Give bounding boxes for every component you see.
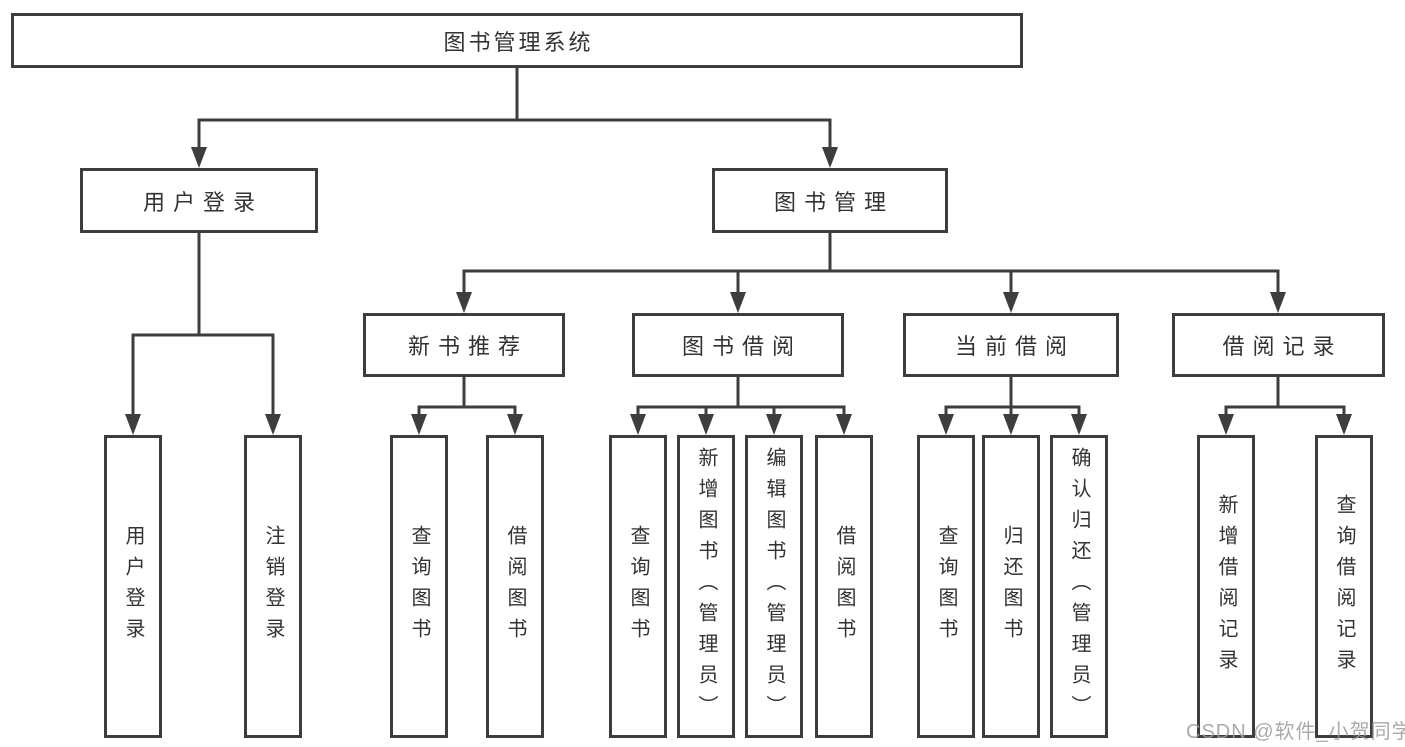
- node-leaf-query-books-2: 查询图书: [609, 435, 667, 738]
- node-leaf-user-login: 用户登录: [104, 435, 162, 738]
- node-leaf-return-books: 归还图书: [982, 435, 1040, 738]
- node-book-management: 图书管理: [712, 168, 948, 233]
- node-borrowing-records: 借阅记录: [1172, 313, 1385, 377]
- node-leaf-edit-book-admin: 编辑图书（管理员）: [745, 435, 803, 738]
- node-user-login: 用户登录: [80, 168, 318, 233]
- csdn-watermark: CSDN @软件_小贺同学: [1186, 721, 1405, 743]
- node-leaf-confirm-return-admin: 确认归还（管理员）: [1050, 435, 1108, 738]
- node-leaf-add-borrow-record: 新增借阅记录: [1197, 435, 1255, 738]
- node-new-book-recommendation: 新书推荐: [363, 313, 565, 377]
- node-leaf-query-books-1: 查询图书: [390, 435, 448, 738]
- node-book-borrowing: 图书借阅: [632, 313, 844, 377]
- node-leaf-query-borrow-record: 查询借阅记录: [1315, 435, 1373, 738]
- node-leaf-borrow-books-2: 借阅图书: [815, 435, 873, 738]
- node-leaf-borrow-books-1: 借阅图书: [486, 435, 544, 738]
- node-leaf-add-book-admin: 新增图书（管理员）: [677, 435, 735, 738]
- node-current-borrowing: 当前借阅: [903, 313, 1119, 377]
- node-book-management-system: 图书管理系统: [11, 13, 1023, 68]
- arrowheads: [125, 147, 1352, 435]
- node-leaf-logout: 注销登录: [244, 435, 302, 738]
- node-leaf-query-books-3: 查询图书: [917, 435, 975, 738]
